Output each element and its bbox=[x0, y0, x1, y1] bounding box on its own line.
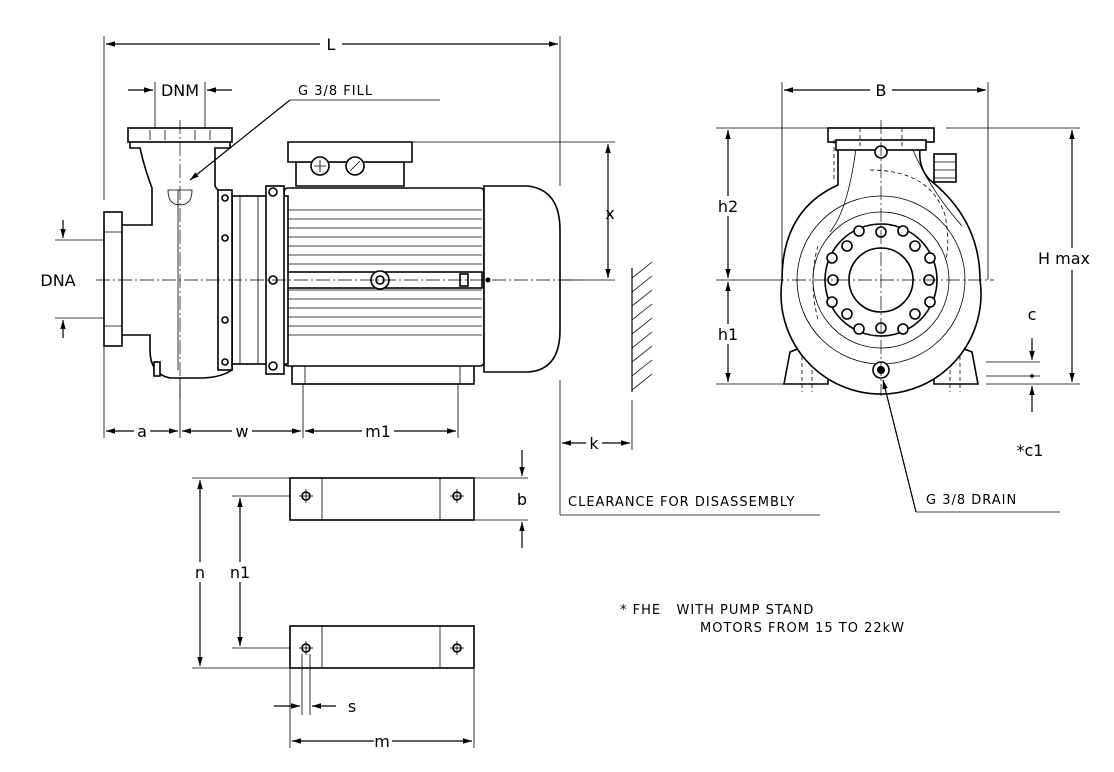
label-n: n bbox=[195, 563, 205, 582]
label-clearance: CLEARANCE FOR DISASSEMBLY bbox=[568, 495, 795, 510]
flange-bolts bbox=[826, 225, 936, 335]
dim-DNM: DNM bbox=[128, 81, 232, 128]
label-m1: m1 bbox=[365, 422, 391, 441]
pump-casing bbox=[103, 127, 233, 379]
label-s: s bbox=[348, 697, 356, 716]
label-c1: *c1 bbox=[1017, 441, 1044, 460]
label-DNA: DNA bbox=[40, 271, 75, 290]
label-m: m bbox=[374, 732, 390, 751]
terminal-box bbox=[287, 141, 413, 187]
label-L: L bbox=[327, 35, 336, 54]
label-k: k bbox=[589, 434, 599, 453]
side-view: L DNM G 3/8 FILL DNA bbox=[40, 34, 820, 516]
dim-L: L bbox=[103, 34, 561, 200]
label-n1: n1 bbox=[230, 563, 250, 582]
label-w: w bbox=[235, 422, 248, 441]
cooling-fins bbox=[286, 209, 482, 336]
footnote-line-2: MOTORS FROM 15 TO 22kW bbox=[700, 621, 905, 636]
dim-k: k CLEARANCE FOR DISASSEMBLY bbox=[559, 380, 820, 516]
label-a: a bbox=[137, 422, 147, 441]
label-DNM: DNM bbox=[161, 81, 199, 100]
label-drain: G 3/8 DRAIN bbox=[926, 493, 1017, 508]
label-x: x bbox=[605, 204, 614, 223]
fill-callout: G 3/8 FILL bbox=[189, 84, 440, 181]
label-Hmax: H max bbox=[1038, 249, 1090, 268]
label-b: b bbox=[517, 490, 527, 509]
dim-bottom-row: a w m1 bbox=[103, 346, 459, 441]
label-fill: G 3/8 FILL bbox=[298, 84, 373, 99]
motor-body bbox=[272, 187, 485, 367]
footnote-line-1: * FHE WITH PUMP STAND bbox=[620, 603, 814, 618]
label-B: B bbox=[876, 81, 887, 100]
label-h1: h1 bbox=[718, 325, 738, 344]
foot-plan-view: b n n1 s m bbox=[190, 450, 528, 751]
fan-cover bbox=[483, 185, 561, 373]
label-h2: h2 bbox=[718, 197, 738, 216]
dim-x: x bbox=[412, 141, 615, 281]
footnote: * FHE WITH PUMP STAND MOTORS FROM 15 TO … bbox=[620, 603, 905, 636]
label-c: c bbox=[1028, 305, 1037, 324]
clearance-wall bbox=[631, 261, 653, 392]
front-view: B h2 h1 H max c *c1 G 3/8 DRAIN bbox=[714, 80, 1112, 513]
dim-DNA: DNA bbox=[40, 220, 104, 338]
